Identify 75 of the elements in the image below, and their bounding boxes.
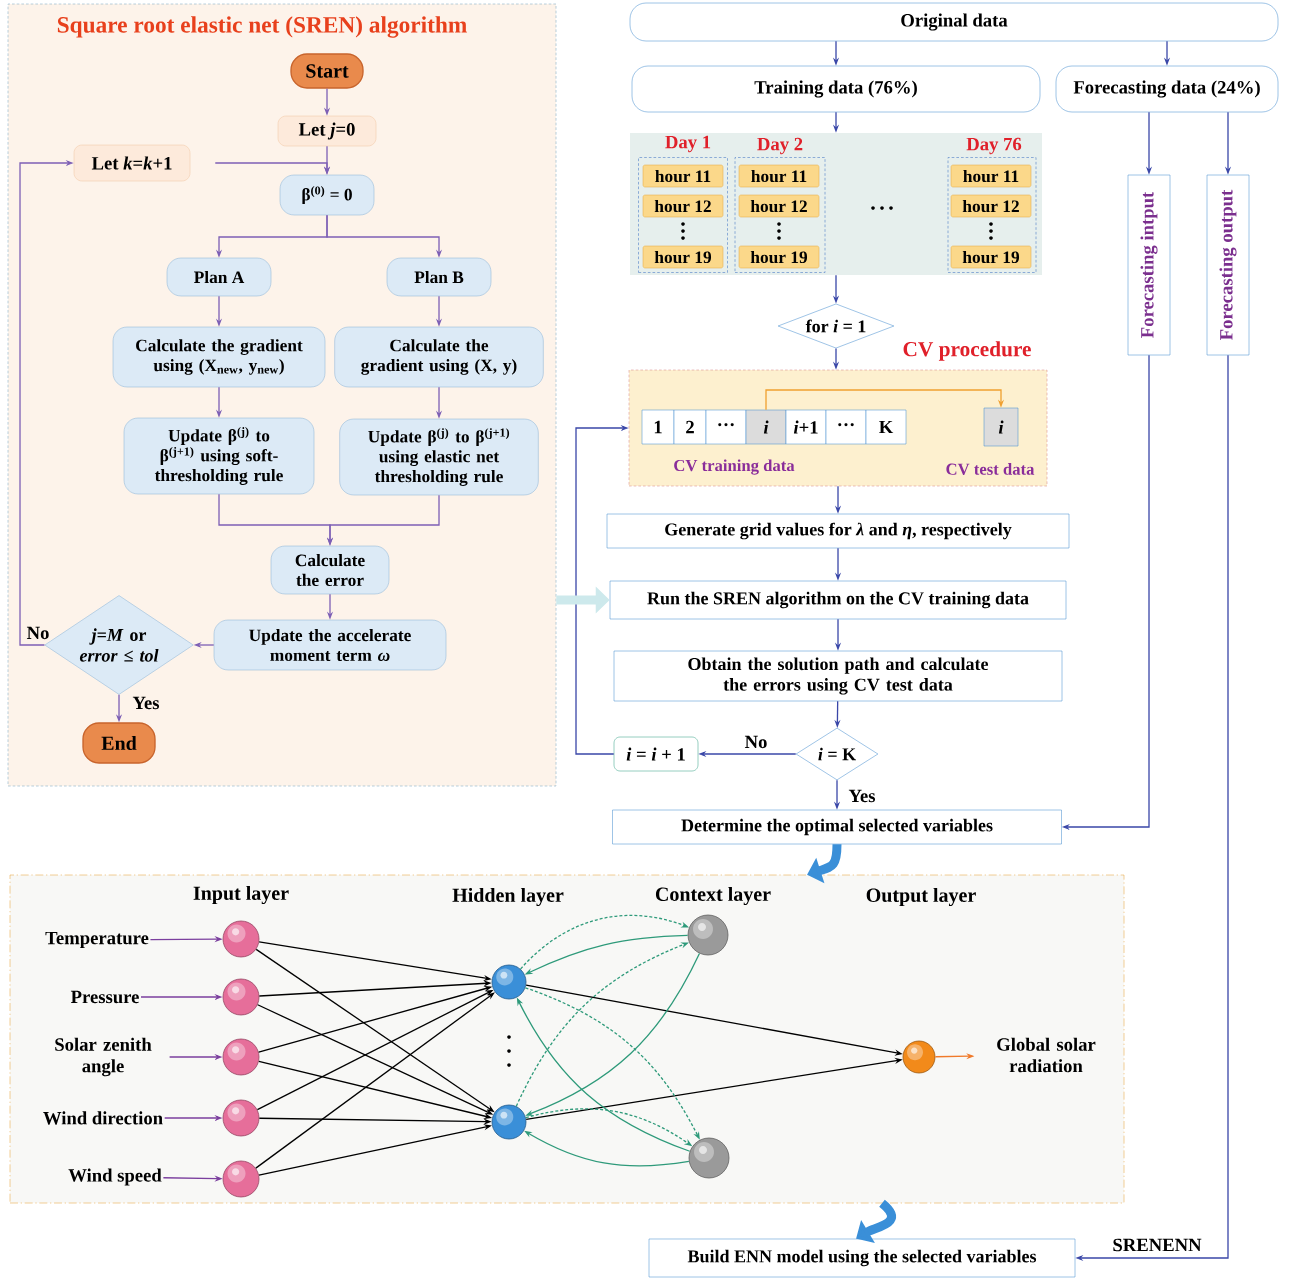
process-box: Calculate the gradient using (X, y)	[334, 326, 544, 388]
fold-cell: 1	[641, 409, 675, 445]
hour-box: hour 19	[642, 245, 724, 269]
input-label: Solar zenith angle	[55, 1037, 152, 1077]
arrow	[765, 389, 1005, 411]
hour-box: hour 19	[950, 245, 1032, 269]
fold-cell: ···	[825, 409, 867, 445]
neuron	[902, 1040, 936, 1074]
input-label: Wind speed	[68, 1168, 162, 1186]
process-box: Training data (76%)	[631, 65, 1041, 113]
hour-box: hour 12	[642, 194, 724, 218]
process-box: Update the accelerate moment term ω	[213, 619, 447, 671]
terminator-pill: End	[82, 722, 156, 764]
neuron	[222, 978, 260, 1016]
process-box: Plan A	[166, 257, 272, 297]
fold-cell: i	[745, 409, 787, 445]
process-box: Update β$^{(j)}$ to β$^{(j+1)}$ using soft-thresholding rule	[123, 417, 315, 495]
edge-label: No	[743, 734, 769, 750]
edge-label: SRENENN	[1111, 1237, 1203, 1253]
neuron	[491, 964, 527, 1000]
heading: Day 2	[757, 137, 803, 155]
process-box: Calculate the gradient using (X$_{new}$, y$_{new}$)	[112, 326, 326, 388]
neuron	[222, 1160, 260, 1198]
heading: CV procedure	[903, 341, 1031, 361]
process-box: Let k=k+1	[73, 144, 191, 182]
neuron	[491, 1104, 527, 1140]
heading: Context layer	[655, 886, 771, 906]
hour-box: hour 12	[738, 194, 820, 218]
heading: CV test data	[946, 463, 1035, 475]
process-box: Run the SREN algorithm on the CV training data	[609, 580, 1067, 620]
process-box: Build ENN model using the selected variables	[648, 1238, 1076, 1278]
hour-box: hour 11	[950, 164, 1032, 188]
heading: Square root elastic net (SREN) algorithm	[57, 16, 467, 38]
heading: Output layer	[866, 887, 976, 907]
process-box: Calculate the error	[270, 545, 390, 595]
hour-box: hour 11	[642, 164, 724, 188]
arrow	[255, 992, 495, 1169]
process-box: Original data	[629, 2, 1279, 42]
terminator-pill: Start	[290, 53, 364, 89]
process-box: Obtain the solution path and calculate the errors using CV test data	[613, 650, 1063, 702]
hour-box: hour 11	[738, 164, 820, 188]
process-box: Forecasting intput	[1127, 174, 1171, 356]
heading: Hidden layer	[452, 887, 564, 907]
heading: Day 1	[665, 135, 711, 153]
neuron	[222, 1038, 260, 1076]
output-label: Global solar radiation	[997, 1037, 1096, 1073]
fold-cell: K	[865, 409, 907, 445]
input-label: Wind direction	[43, 1111, 163, 1125]
process-box: β$^{(0)}$ = 0	[279, 174, 375, 216]
hour-box: hour 19	[738, 245, 820, 269]
heading: CV training data	[674, 459, 795, 475]
fold-cell: i+1	[785, 409, 827, 445]
neuron	[222, 1099, 260, 1137]
process-box: Generate grid values for λ and η, respectively	[606, 513, 1070, 549]
fold-cell: i	[983, 407, 1019, 447]
heading: Day 76	[966, 137, 1022, 155]
input-label: Pressure	[70, 990, 139, 1004]
block-arrow	[807, 844, 842, 884]
input-label: Temperature	[45, 931, 149, 949]
process-box: Forecasting output	[1206, 174, 1250, 356]
hour-box: hour 12	[950, 194, 1032, 218]
process-box: i = i + 1	[613, 736, 699, 772]
edge-label: Yes	[847, 788, 877, 804]
fold-cell: 2	[673, 409, 707, 445]
process-box: Forecasting data (24%)	[1055, 65, 1279, 113]
process-box: Plan B	[386, 257, 492, 297]
neuron	[222, 920, 260, 958]
neuron	[687, 914, 729, 956]
edge-label: Yes	[131, 695, 161, 711]
process-box: Letj=0	[277, 115, 377, 147]
process-box: Determine the optimal selected variables	[612, 809, 1062, 845]
process-box: Update β$^{(j)}$ to β$^{(j+1)}$ using elastic net thresholding rule	[339, 418, 539, 496]
heading: Input layer	[193, 885, 289, 905]
neuron	[688, 1137, 730, 1179]
fold-cell: ···	[705, 409, 747, 445]
